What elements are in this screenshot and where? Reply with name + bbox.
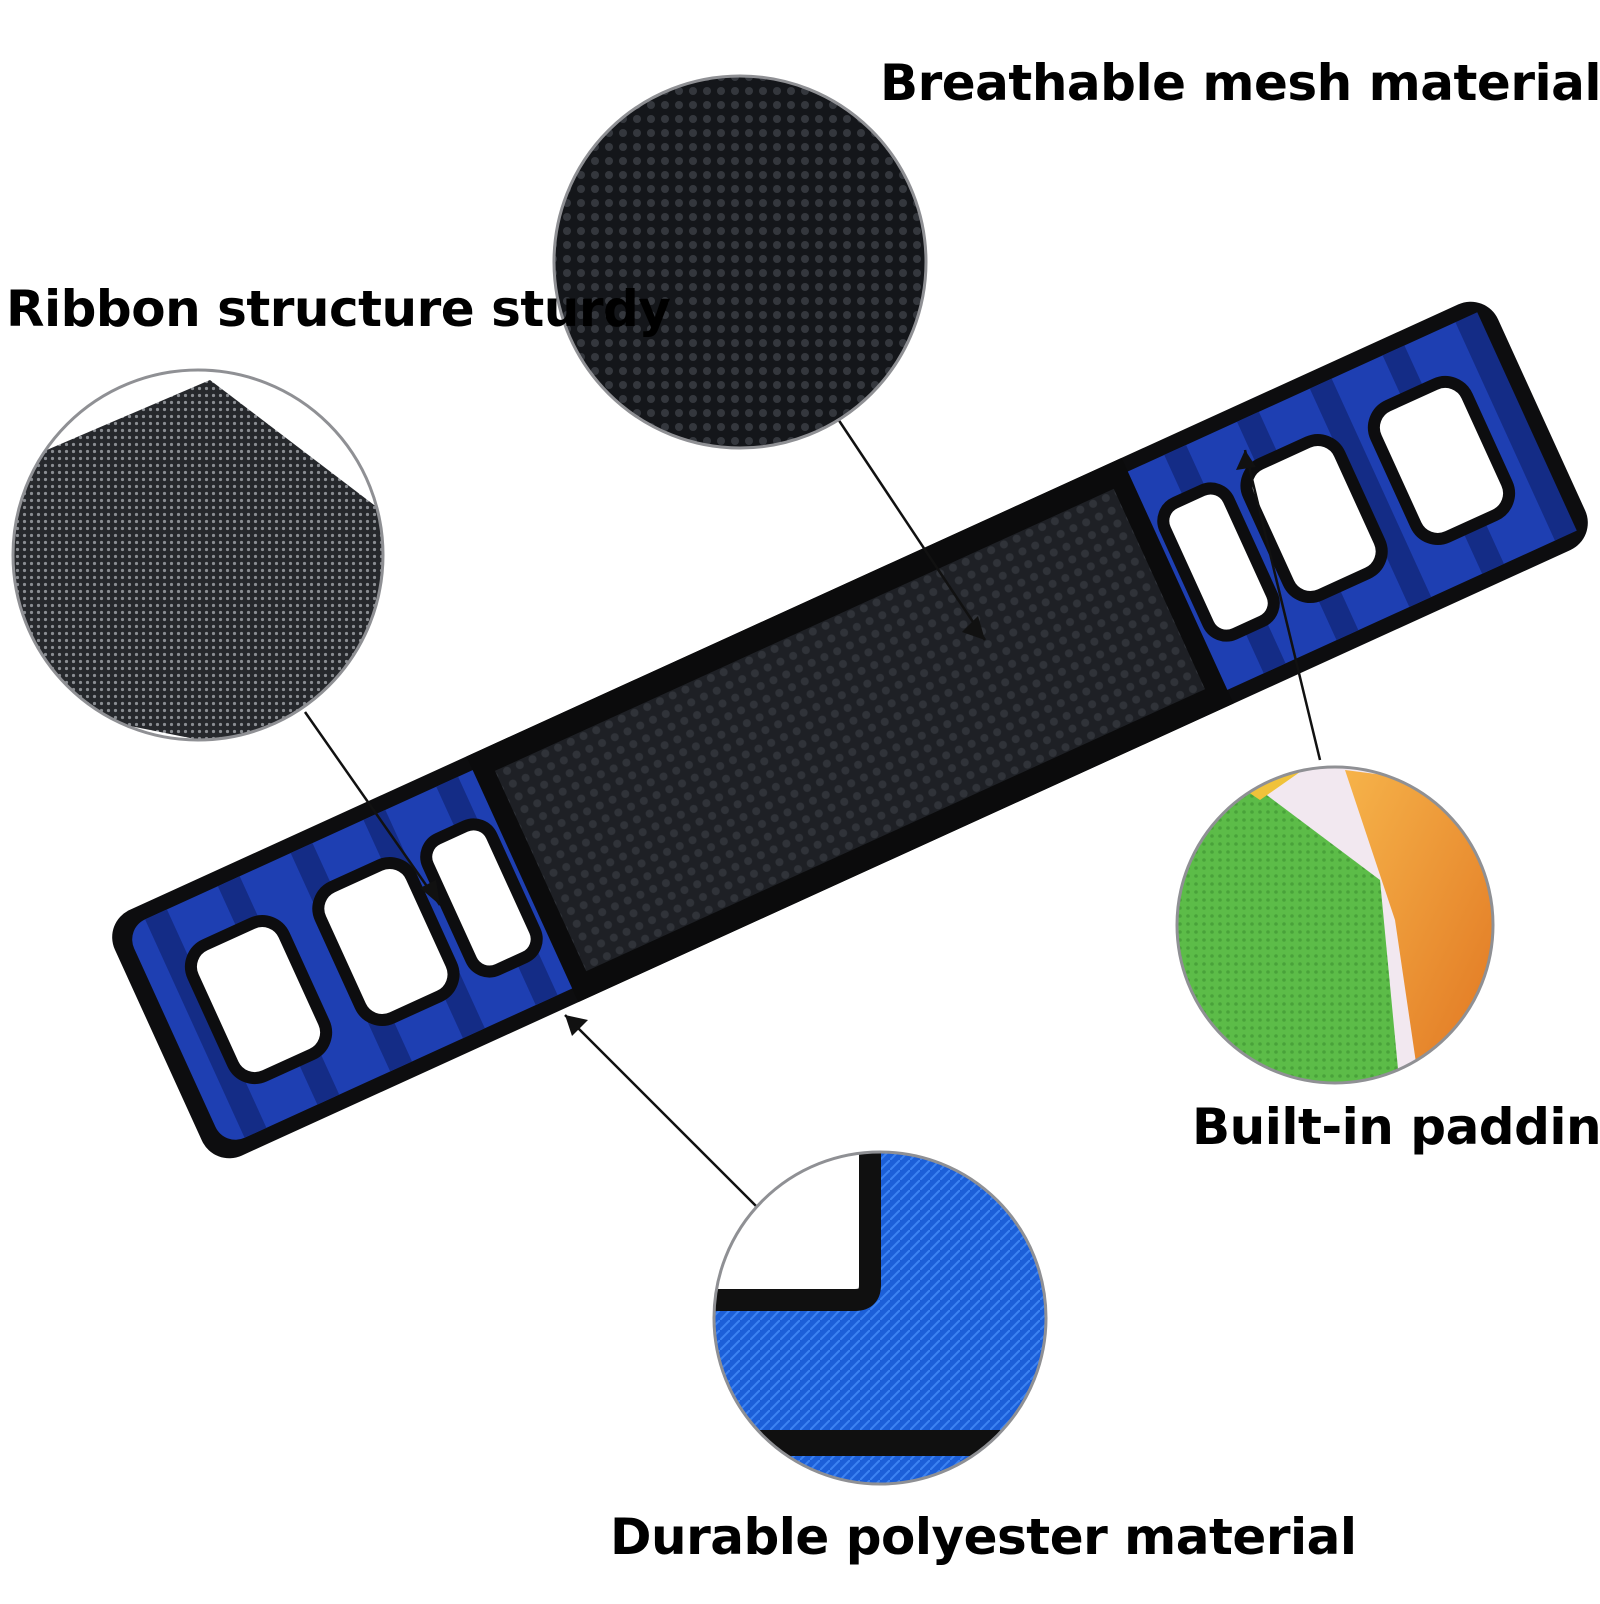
polyester-fabric-icon xyxy=(712,1150,1048,1486)
ribbon-texture-icon xyxy=(11,368,385,742)
mesh-texture-icon xyxy=(552,74,928,450)
label-ribbon-structure: Ribbon structure sturdy xyxy=(6,280,671,338)
foam-padding-icon xyxy=(1175,765,1495,1085)
label-breathable-mesh: Breathable mesh material xyxy=(880,54,1600,112)
label-built-in-padding: Built-in padding xyxy=(1192,1098,1600,1156)
transfer-belt xyxy=(112,301,1588,1159)
leader-lines xyxy=(303,409,1322,1216)
label-durable-polyester: Durable polyester material xyxy=(610,1508,1357,1566)
leader-arrowheads xyxy=(420,450,1256,1036)
